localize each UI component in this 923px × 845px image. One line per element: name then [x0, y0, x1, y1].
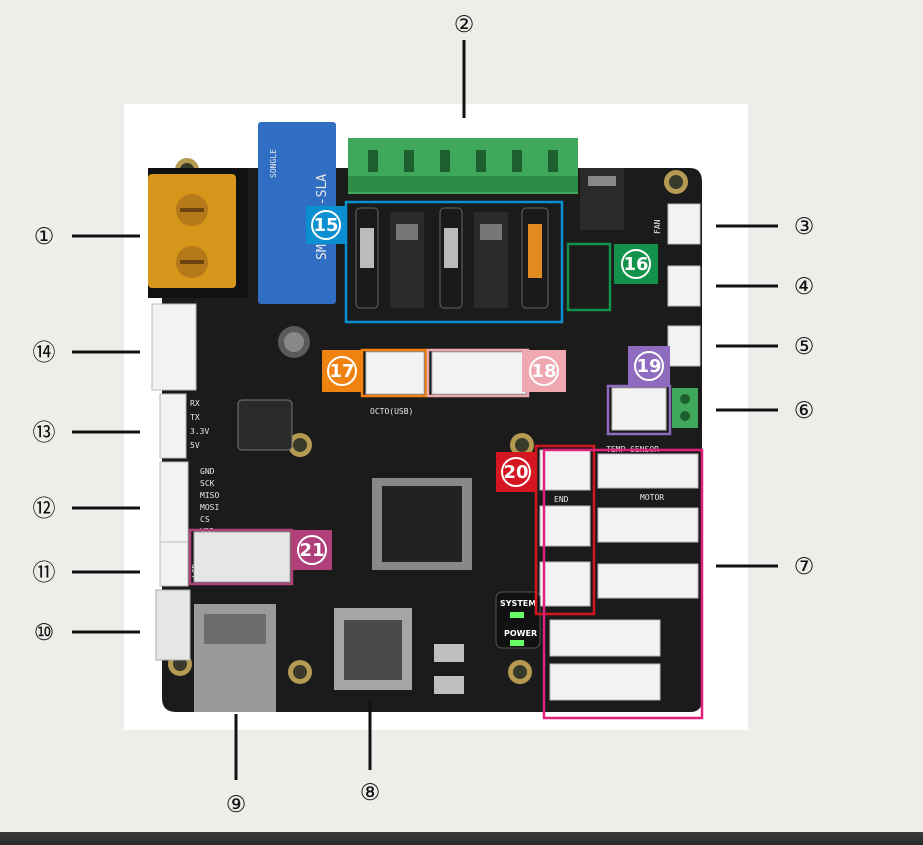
callout-3: ③ — [794, 214, 815, 240]
fuse-area — [355, 207, 549, 309]
badge-15-text: 15 — [313, 215, 338, 236]
badge-16-text: 16 — [623, 254, 648, 275]
header-21 — [193, 531, 291, 583]
uart-connector: RX TX 3.3V 5V — [159, 393, 209, 459]
spi-sck: SCK — [200, 479, 215, 488]
spi-gnd: GND — [200, 467, 215, 476]
spi-miso: MISO — [200, 491, 219, 500]
voltage-regulator — [580, 168, 624, 230]
highlight-box-7 — [542, 448, 704, 720]
badge-21: 21 — [292, 530, 332, 570]
power-terminal-block — [148, 168, 248, 298]
badge-16: 16 — [614, 244, 658, 284]
callout-14: ⑭ — [33, 340, 56, 366]
badge-19-text: 19 — [636, 356, 661, 377]
mcu-chip — [372, 478, 472, 570]
highlight-box-16 — [566, 242, 612, 312]
highlight-box-15 — [344, 200, 564, 324]
sd-card-slot — [334, 608, 412, 690]
led-system-label: SYSTEM — [500, 599, 536, 608]
motor-label: MOTOR — [640, 493, 664, 502]
badge-20: 20 — [496, 452, 536, 492]
callout-1: ① — [34, 224, 55, 250]
spi-cs: CS — [200, 515, 210, 524]
callout-6: ⑥ — [794, 398, 815, 424]
badge-15: 15 — [306, 206, 346, 244]
led-power-label: POWER — [504, 629, 537, 638]
callout-12: ⑫ — [33, 496, 56, 522]
uart-tx: TX — [190, 413, 200, 422]
capacitor — [278, 326, 310, 358]
callout-5: ⑤ — [794, 334, 815, 360]
callout-8: ⑧ — [360, 780, 381, 806]
endstop-connectors: END — [539, 449, 591, 607]
callout-7: ⑦ — [794, 554, 815, 580]
bottom-bar — [0, 832, 923, 845]
end-label: END — [554, 495, 569, 504]
fan-label: FAN — [653, 219, 662, 234]
octo-connector: OCTO(USB) — [365, 351, 425, 416]
inductor — [237, 399, 293, 451]
callout-13: ⑬ — [33, 420, 56, 446]
callout-10: ⑩ — [34, 620, 55, 646]
motor-connectors: MOTOR — [549, 453, 699, 701]
relay-brand-text: SONGLE — [269, 149, 278, 178]
status-leds: SYSTEM POWER — [495, 591, 541, 649]
left-connector-14 — [151, 303, 197, 391]
temp-terminal — [672, 388, 698, 428]
board-buttons — [434, 644, 464, 694]
badge-21-text: 21 — [299, 540, 324, 561]
callout-9: ⑨ — [226, 792, 247, 818]
badge-17-text: 17 — [329, 361, 354, 382]
connector-18 — [431, 351, 527, 395]
spi-mosi: MOSI — [200, 503, 219, 512]
highlight-box-20 — [534, 444, 596, 616]
uart-rx: RX — [190, 399, 200, 408]
badge-17: 17 — [322, 350, 362, 392]
callout-4: ④ — [794, 274, 815, 300]
callout-11: ⑪ — [33, 560, 56, 586]
uart-33v: 3.3V — [190, 427, 209, 436]
callout-2: ② — [454, 12, 475, 38]
octo-label: OCTO(USB) — [370, 407, 413, 416]
badge-19: 19 — [628, 346, 670, 386]
green-terminal-block — [348, 138, 578, 194]
badge-18: 18 — [522, 350, 566, 392]
usb-b-connector — [194, 604, 276, 712]
leader-lines — [72, 40, 778, 780]
badge-20-text: 20 — [503, 462, 528, 483]
temp-sensor-connector: TEMP SENSOR — [606, 387, 667, 454]
badge-18-text: 18 — [531, 361, 556, 382]
uart-5v: 5V — [190, 441, 200, 450]
pin-header-10 — [155, 589, 191, 661]
fan-connectors: FAN — [653, 203, 701, 367]
